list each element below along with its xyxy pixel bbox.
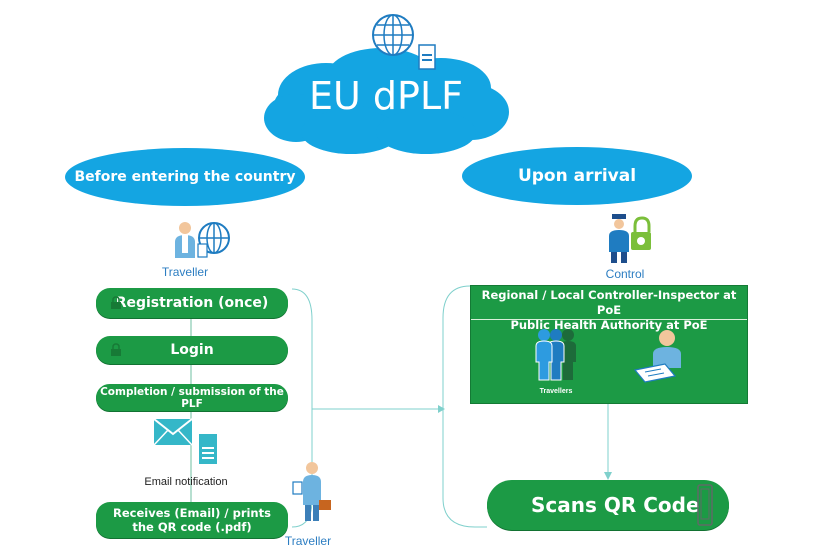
controller-title-line2: Public Health Authority at PoE	[510, 318, 708, 332]
lock-icon	[111, 296, 121, 309]
receives-qr-step: Receives (Email) / prints the QR code (.…	[96, 502, 288, 538]
controller-box: Regional / Local Controller-Inspector at…	[470, 285, 748, 404]
registration-label: Registration (once)	[115, 295, 269, 311]
traveller-globe-icon	[175, 222, 230, 258]
login-label: Login	[170, 342, 214, 358]
scans-qr-label: Scans QR Code	[531, 493, 700, 517]
scans-qr-step: Scans QR Code	[487, 480, 729, 530]
before-entering-header: Before entering the country	[65, 148, 305, 206]
document-icon	[199, 434, 217, 464]
police-lock-icon	[609, 214, 651, 263]
traveller-top-label: Traveller	[161, 265, 209, 279]
traveller-bottom-label: Traveller	[284, 534, 332, 548]
before-entering-label: Before entering the country	[74, 169, 296, 185]
controller-title-line1: Regional / Local Controller-Inspector at…	[481, 288, 737, 317]
upon-arrival-label: Upon arrival	[517, 166, 637, 186]
envelope-icon	[153, 418, 193, 446]
cloud-shape	[264, 48, 509, 154]
completion-step: Completion / submission of the PLF	[96, 384, 288, 411]
inspector-desk-icon	[633, 330, 681, 383]
login-step: Login	[96, 336, 288, 364]
registration-step: Registration (once)	[96, 288, 288, 318]
phone-icon	[697, 484, 713, 526]
document-icon	[418, 44, 436, 70]
travellers-label: Travellers	[539, 388, 573, 395]
traveller-luggage-icon	[292, 462, 331, 521]
page-title: EU dPLF	[309, 74, 463, 118]
travellers-group-icon	[535, 329, 576, 381]
controller-box-title: Regional / Local Controller-Inspector at…	[471, 286, 747, 332]
receives-qr-label: Receives (Email) / prints the QR code (.…	[113, 506, 271, 534]
globe-icon	[372, 14, 414, 56]
control-label: Control	[605, 267, 645, 281]
lock-icon	[111, 343, 121, 356]
completion-label: Completion / submission of the PLF	[100, 385, 284, 410]
email-notification-label: Email notification	[144, 476, 228, 488]
upon-arrival-header: Upon arrival	[462, 147, 692, 205]
